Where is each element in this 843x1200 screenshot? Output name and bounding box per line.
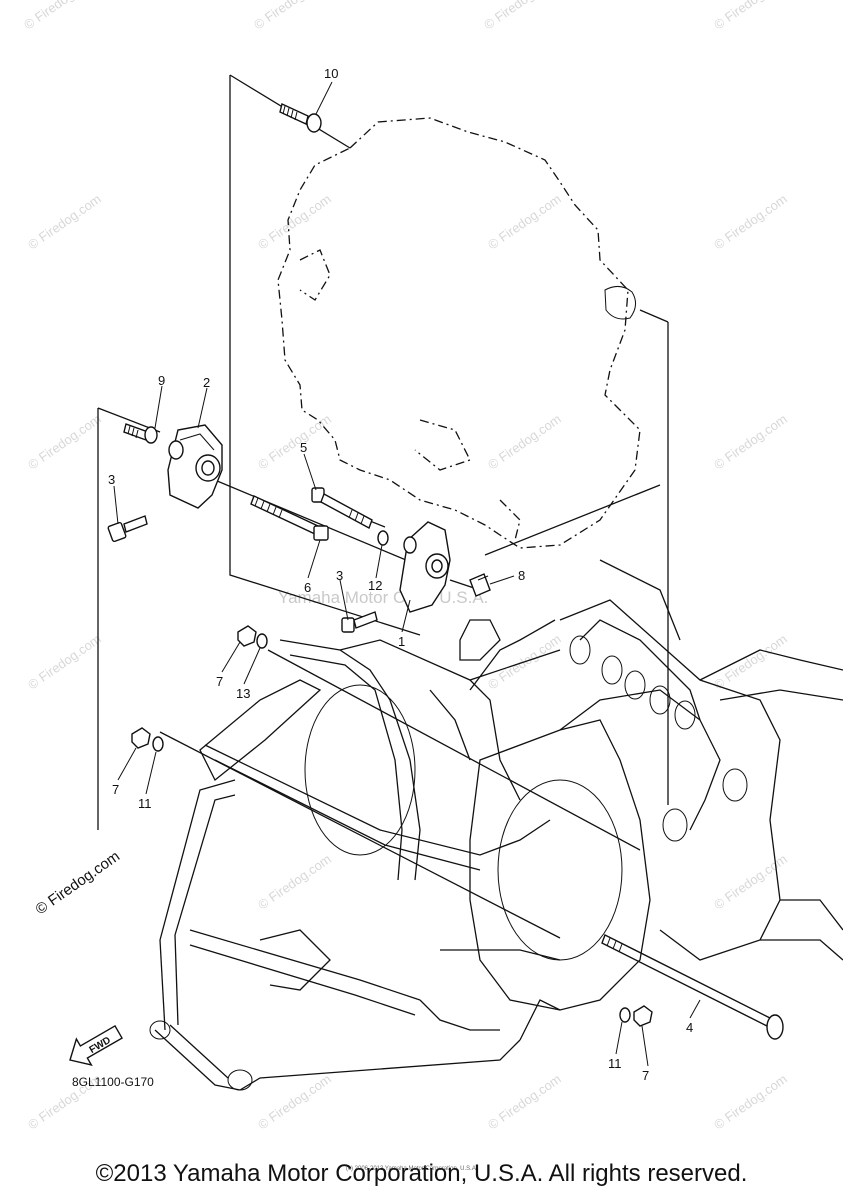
callout-2: 2 xyxy=(203,375,210,390)
engine-port xyxy=(604,286,636,320)
watermark: © Firedog.com xyxy=(711,1071,790,1132)
watermark: © Firedog.com xyxy=(255,411,334,472)
fwd-arrow-icon: FWD xyxy=(69,1024,123,1067)
watermark: © Firedog.com xyxy=(251,0,330,32)
watermark: © Firedog.com xyxy=(711,191,790,252)
callout-10: 10 xyxy=(324,66,338,81)
callout-labels: 10 9 2 3 5 6 3 12 8 1 7 13 7 11 4 11 7 xyxy=(108,66,693,1083)
nut-7-washer-13 xyxy=(237,625,268,649)
callout-7: 7 xyxy=(642,1068,649,1083)
washer-12 xyxy=(377,530,389,546)
watermark: © Firedog.com xyxy=(21,0,100,32)
watermark: © Firedog.com xyxy=(25,631,104,692)
callout-3: 3 xyxy=(336,568,343,583)
callout-4: 4 xyxy=(686,1020,693,1035)
engine-detail xyxy=(499,499,521,541)
callout-3: 3 xyxy=(108,472,115,487)
nut-7-washer-11-left xyxy=(131,727,164,752)
callout-5: 5 xyxy=(300,440,307,455)
watermark: © Firedog.com xyxy=(485,191,564,252)
callout-leaders xyxy=(113,81,701,1067)
firedog-watermark-dark: © Firedog.com xyxy=(33,848,124,918)
watermark: © Firedog.com xyxy=(711,631,790,692)
watermark: © Firedog.com xyxy=(711,0,790,32)
diagram-code: 8GL1100-G170 xyxy=(72,1075,154,1089)
bolt-10 xyxy=(279,103,322,133)
watermark: © Firedog.com xyxy=(255,191,334,252)
bolt-4 xyxy=(601,934,784,1040)
copyright-footer: ©2013 Yamaha Motor Corporation, U.S.A. A… xyxy=(95,1160,748,1187)
watermark: © Firedog.com xyxy=(255,851,334,912)
small-copyright: (c) 2006-2013 Yamaha Motor Corporation, … xyxy=(346,1166,478,1172)
watermark: © Firedog.com xyxy=(485,1071,564,1132)
bolt-9 xyxy=(123,423,158,444)
bolt-3-left xyxy=(107,515,148,543)
callout-1: 1 xyxy=(398,634,405,649)
watermark: © Firedog.com xyxy=(485,411,564,472)
callout-12: 12 xyxy=(368,578,382,593)
fwd-label: FWD xyxy=(88,1035,113,1056)
callout-13: 13 xyxy=(236,686,250,701)
watermark: © Firedog.com xyxy=(481,0,560,32)
watermark: © Firedog.com xyxy=(711,411,790,472)
watermark: © Firedog.com xyxy=(255,1071,334,1132)
reference-lines xyxy=(97,74,669,939)
engine-detail xyxy=(414,419,471,471)
engine-detail xyxy=(299,249,331,301)
callout-8: 8 xyxy=(518,568,525,583)
washer-11-nut-7-right xyxy=(619,1005,653,1027)
callout-7: 7 xyxy=(216,674,223,689)
watermark: © Firedog.com xyxy=(25,191,104,252)
callout-11: 11 xyxy=(608,1056,622,1071)
callout-7: 7 xyxy=(112,782,119,797)
bolt-5 xyxy=(311,487,373,529)
engine-mount-2 xyxy=(167,424,223,509)
watermark: © Firedog.com xyxy=(25,411,104,472)
engine-mount-1 xyxy=(399,521,451,613)
nut-8 xyxy=(469,573,491,597)
callout-6: 6 xyxy=(304,580,311,595)
frame xyxy=(149,559,843,1091)
callout-9: 9 xyxy=(158,373,165,388)
bolt-6 xyxy=(250,495,329,541)
callout-11: 11 xyxy=(138,796,152,811)
engine-outline xyxy=(277,117,641,549)
